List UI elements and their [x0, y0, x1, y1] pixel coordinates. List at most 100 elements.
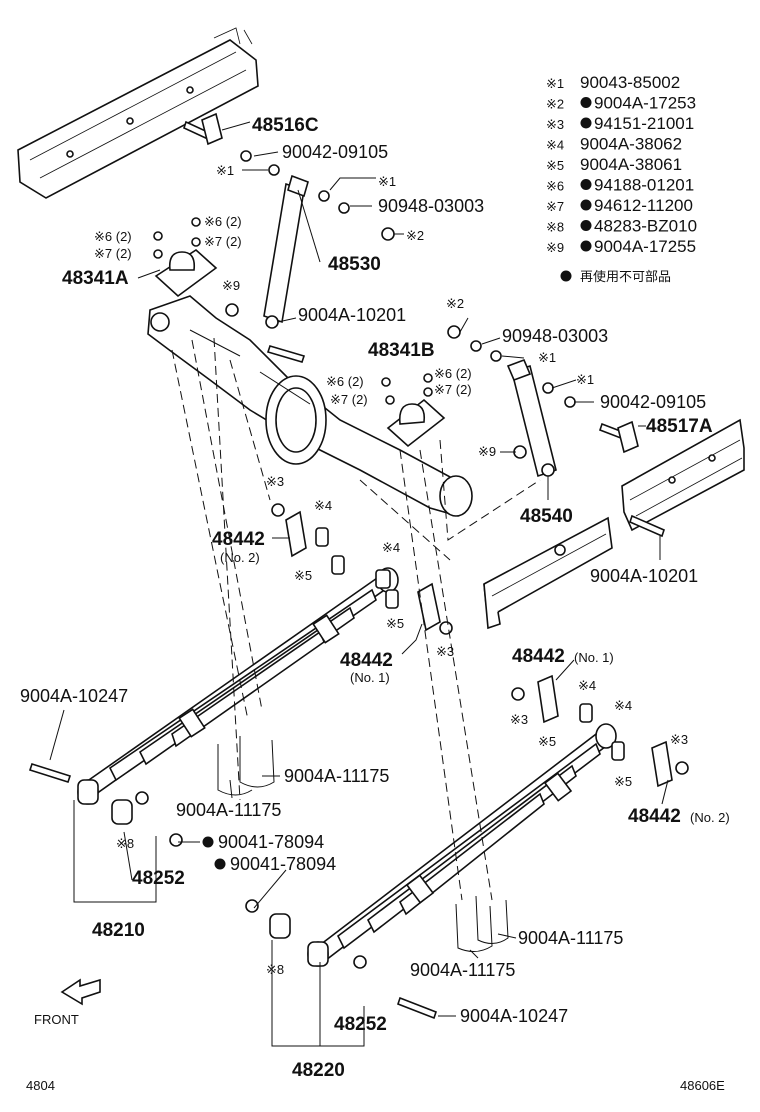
legend-part-number: 9004A-17255 [594, 237, 696, 256]
label-90041-78094-a: 90041-78094 [218, 832, 324, 852]
mark-9: ※9 [222, 278, 240, 293]
legend-part-number: 9004A-38062 [580, 135, 682, 154]
legend-part-number: 94151-21001 [594, 114, 694, 133]
label-9004a-11175-c: 9004A-11175 [518, 928, 623, 948]
page-code-left: 4804 [26, 1078, 55, 1093]
page-code-right: 48606E [680, 1078, 725, 1093]
legend-mark: ※2 [546, 97, 564, 112]
bumper-bracket-48341a [154, 248, 218, 298]
label-9004a-10201-top: 9004A-10201 [298, 305, 406, 325]
bushings-spring-eye [77, 779, 367, 969]
reuse-dot-icon [580, 97, 592, 108]
mark-1: ※1 [378, 174, 396, 189]
mark-5: ※5 [538, 734, 556, 749]
leader-lines [49, 121, 669, 1047]
mark-7: ※7 (2) [330, 392, 368, 407]
mark-8: ※8 [266, 962, 284, 977]
label-9004a-10247-left: 9004A-10247 [20, 686, 128, 706]
mark-2: ※2 [406, 228, 424, 243]
legend-part-number: 9004A-38061 [580, 155, 682, 174]
part-labels: 48516C 90042-09105 90948-03003 48530 483… [20, 115, 730, 1093]
label-48252-right: 48252 [334, 1014, 387, 1035]
mark-5: ※5 [386, 616, 404, 631]
leaf-spring-48220 [307, 723, 617, 967]
label-90042-09105-mid: 90042-09105 [600, 392, 706, 412]
mark-9: ※9 [478, 444, 496, 459]
legend-mark: ※4 [546, 138, 564, 153]
mark-1: ※1 [216, 163, 234, 178]
alignment-lines [171, 337, 541, 901]
mark-7: ※7 (2) [94, 246, 132, 261]
legend-mark: ※5 [546, 158, 564, 173]
legend-part-number: 48283-BZ010 [594, 217, 697, 236]
mark-7: ※7 (2) [434, 382, 472, 397]
label-9004a-10201-mid: 9004A-10201 [590, 566, 698, 586]
legend-part-number: 90043-85002 [580, 73, 680, 92]
reuse-dot-icon [580, 199, 592, 211]
mark-4: ※4 [578, 678, 596, 693]
label-90948-03003-mid: 90948-03003 [502, 326, 608, 346]
label-9004a-10247-right: 9004A-10247 [460, 1006, 568, 1026]
legend-mark: ※1 [546, 76, 564, 91]
frame-crossmember-right [483, 516, 613, 630]
legend-part-number: 9004A-17253 [594, 94, 696, 113]
mark-3: ※3 [266, 474, 284, 489]
label-48442-r2-no: (No. 2) [690, 810, 730, 825]
label-9004a-11175-a: 9004A-11175 [284, 766, 389, 786]
front-arrow-icon [60, 978, 101, 1006]
label-48442-l1: 48442 [340, 650, 393, 671]
legend-part-number: 94188-01201 [594, 176, 694, 195]
label-48252-left: 48252 [132, 868, 185, 889]
label-90041-78094-b: 90041-78094 [230, 854, 336, 874]
reuse-dot-icon [580, 179, 592, 190]
shock-absorber-48540 [506, 358, 557, 478]
label-9004a-11175-b: 9004A-11175 [176, 800, 281, 820]
label-48517a: 48517A [646, 416, 713, 437]
mark-7: ※7 (2) [204, 234, 242, 249]
mark-5: ※5 [614, 774, 632, 789]
mark-6: ※6 (2) [434, 366, 472, 381]
mark-6: ※6 (2) [94, 229, 132, 244]
label-48341a: 48341A [62, 268, 129, 289]
label-48516c: 48516C [252, 115, 319, 136]
mark-8: ※8 [116, 836, 134, 851]
label-9004a-11175-d: 9004A-11175 [410, 960, 515, 980]
mark-6: ※6 (2) [204, 214, 242, 229]
mark-1: ※1 [576, 372, 594, 387]
label-48442-r2: 48442 [628, 806, 681, 827]
legend-rows: ※1 90043-85002 ※2 9004A-17253 ※3 94151-21001 ※… [546, 73, 697, 256]
nuts-washers [153, 150, 576, 459]
mark-2: ※2 [446, 296, 464, 311]
shackle-rear-right [511, 674, 689, 788]
label-48341b: 48341B [368, 340, 435, 361]
mark-1: ※1 [538, 350, 556, 365]
mark-4: ※4 [382, 540, 400, 555]
front-label: FRONT [34, 1012, 79, 1027]
u-bolt-left [217, 736, 275, 796]
label-48442-r1-no: (No. 1) [574, 650, 614, 665]
label-90042-09105-top: 90042-09105 [282, 142, 388, 162]
legend-mark: ※8 [546, 220, 564, 235]
front-direction-arrow: FRONT [34, 978, 101, 1027]
label-48442-r1: 48442 [512, 646, 565, 667]
shackle-front-left [271, 503, 453, 635]
reuse-dot-icon [580, 117, 592, 129]
axle-housing [147, 295, 473, 517]
frame-rail-upper-left [17, 27, 259, 199]
bumper-bracket-48341b [386, 398, 446, 448]
reuse-dot-icon [202, 836, 214, 848]
reuse-dot-icon [560, 270, 572, 282]
label-48530: 48530 [328, 254, 381, 275]
label-48442-l2-no: (No. 2) [220, 550, 260, 565]
legend-mark: ※6 [546, 179, 564, 194]
bolts [28, 112, 665, 1020]
legend-mark: ※9 [546, 240, 564, 255]
reuse-dot-icon [580, 220, 592, 231]
legend-mark: ※3 [546, 117, 564, 132]
mark-4: ※4 [314, 498, 332, 513]
legend-mark: ※7 [546, 199, 564, 214]
mark-4: ※4 [614, 698, 632, 713]
label-48210: 48210 [92, 920, 145, 941]
mark-5: ※5 [294, 568, 312, 583]
